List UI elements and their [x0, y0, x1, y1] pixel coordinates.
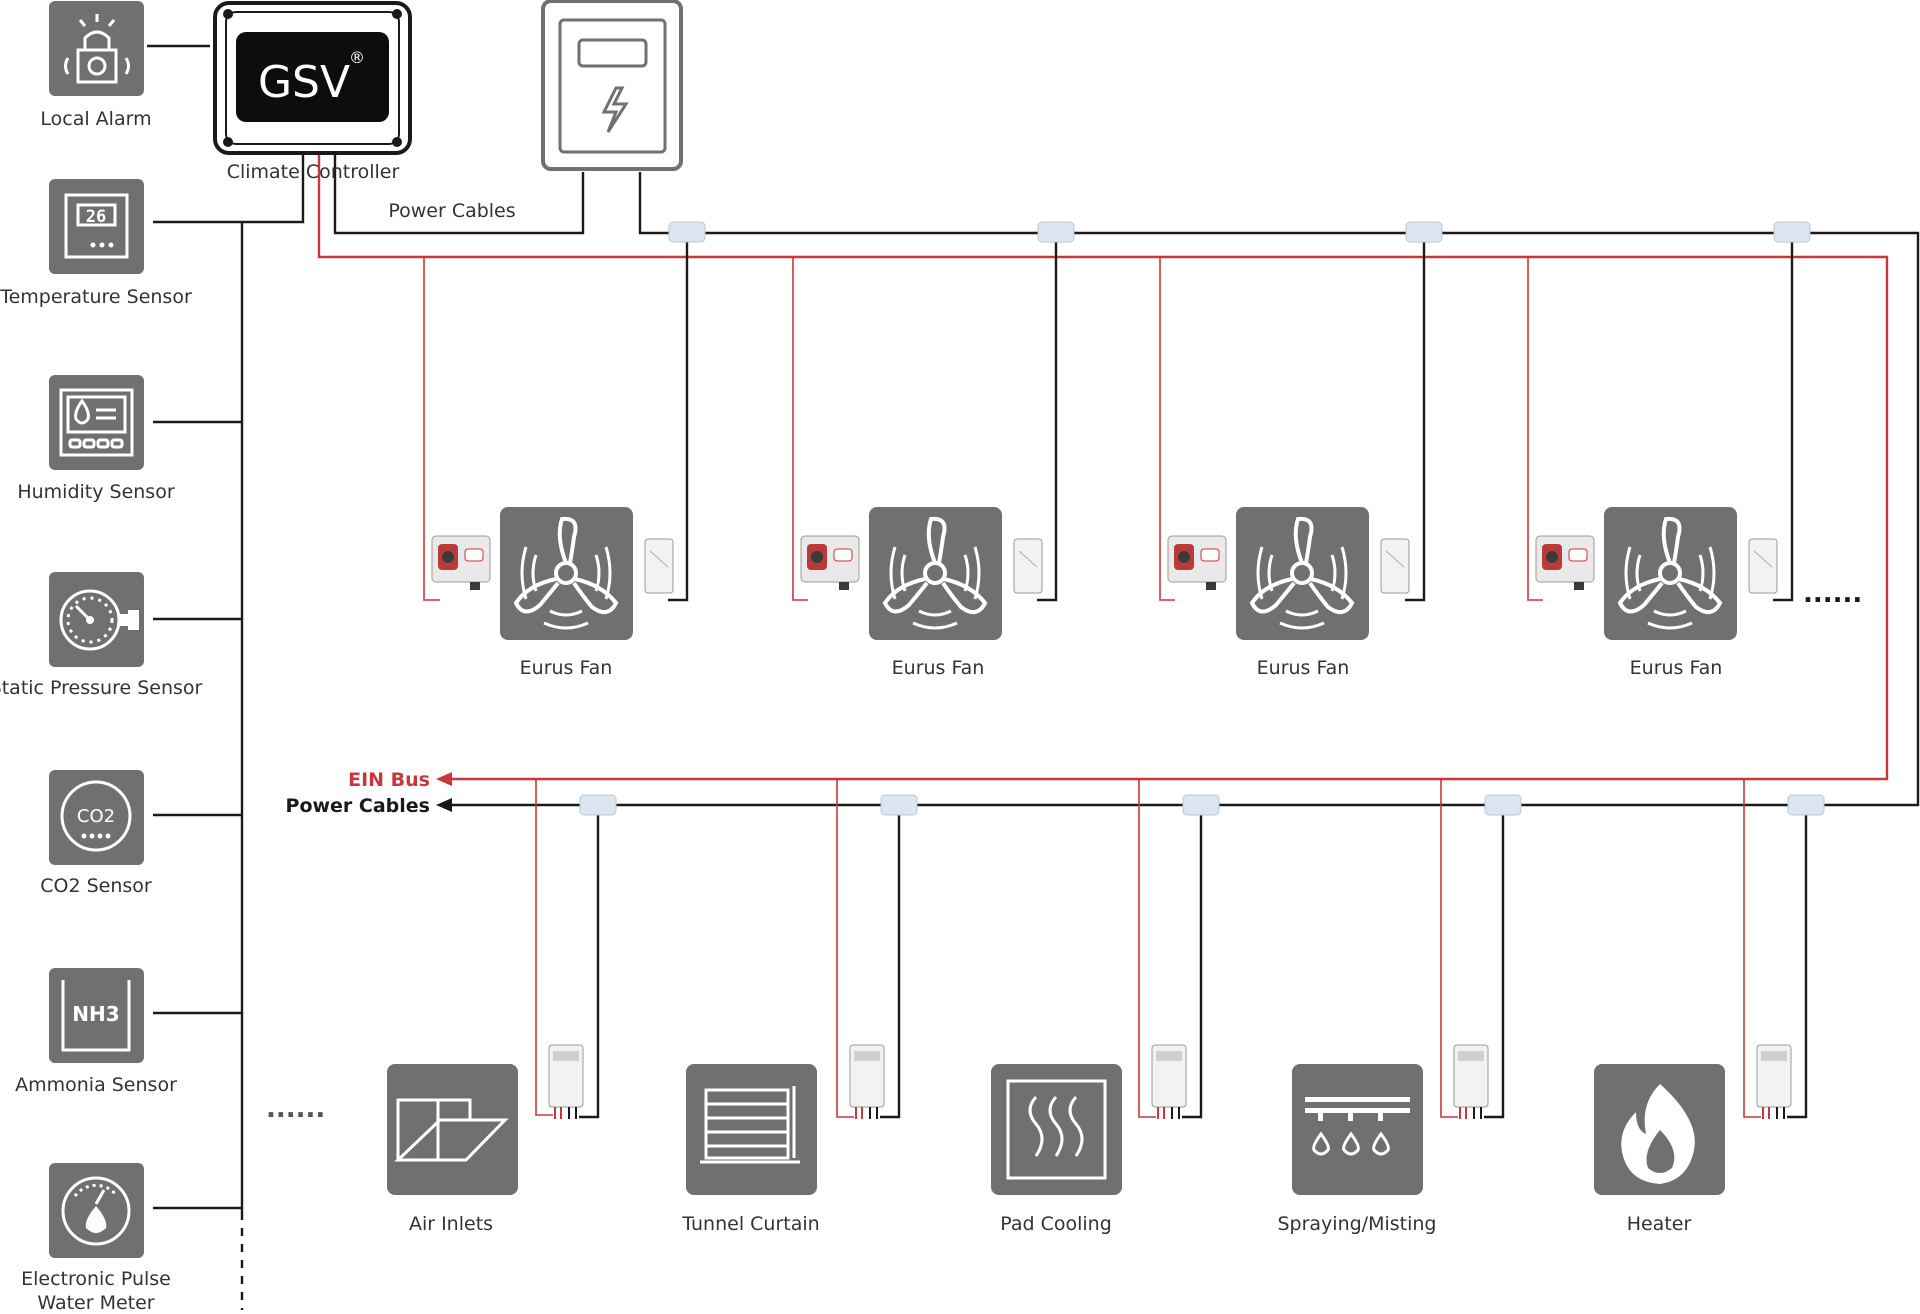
climate-controller: GSV ® Climate Controller: [213, 1, 412, 183]
controller-label: Climate Controller: [227, 161, 400, 183]
sensor-label: Ammonia Sensor: [15, 1074, 177, 1096]
sensor-label: Temperature Sensor: [0, 286, 192, 308]
registered-mark: ®: [349, 48, 365, 67]
sensor-label: CO2 Sensor: [40, 875, 152, 897]
device-label: Spraying/Misting: [1277, 1213, 1436, 1235]
fan-label: Eurus Fan: [520, 657, 613, 679]
sensor-local-alarm: Local Alarm: [40, 1, 152, 130]
fan-label: Eurus Fan: [1257, 657, 1350, 679]
fan-unit: Eurus Fan: [430, 505, 675, 679]
sensor-label-line1: Electronic Pulse: [21, 1268, 171, 1290]
sensor-column: Local Alarm 26 Temperature Sensor Humi: [0, 1, 203, 1314]
power-cables-arrow: [436, 798, 452, 812]
fan-label: Eurus Fan: [892, 657, 985, 679]
power-connectors: [579, 221, 1825, 816]
device-label: Heater: [1627, 1213, 1692, 1235]
sensor-co2: CO2 CO2 Sensor: [40, 770, 152, 897]
device-row: ...... Air Inlets Tunnel Curtain: [266, 1044, 1792, 1235]
sensor-water-meter: Electronic Pulse Water Meter: [21, 1163, 171, 1314]
fan-row: Eurus Fan Eurus Fan Eurus Fan Eurus Fan …: [430, 505, 1862, 679]
power-cables-label: Power Cables: [388, 200, 515, 222]
sensor-static-pressure: Static Pressure Sensor: [0, 572, 203, 699]
sensor-humidity: Humidity Sensor: [17, 375, 175, 503]
lightning-icon: [601, 86, 629, 133]
co2-display: CO2: [77, 806, 115, 827]
nh3-icon: [49, 968, 144, 1063]
ein-bus-arrow: [436, 772, 452, 786]
air-inlet-icon: [387, 1064, 518, 1195]
brand-logo: GSV: [258, 57, 350, 108]
device-label: Pad Cooling: [1000, 1213, 1112, 1235]
device-label: Tunnel Curtain: [681, 1213, 819, 1235]
sensor-label-line2: Water Meter: [37, 1292, 154, 1314]
sensor-ammonia: NH3 Ammonia Sensor: [15, 968, 177, 1096]
sensor-label: Static Pressure Sensor: [0, 677, 203, 699]
temperature-display: 26: [86, 207, 106, 227]
device-pad-cooling: Pad Cooling: [991, 1044, 1187, 1235]
ein-bus-label: EIN Bus: [348, 769, 430, 791]
wiring: [147, 44, 1920, 1310]
device-label: Air Inlets: [409, 1213, 493, 1235]
fan-unit: Eurus Fan: [1534, 505, 1779, 679]
fan-drops: [423, 233, 1794, 602]
fan-unit: Eurus Fan: [1166, 505, 1411, 679]
devices-continuation: ......: [266, 1094, 325, 1124]
power-distribution-box: Power Cables: [388, 0, 683, 222]
fan-label: Eurus Fan: [1630, 657, 1723, 679]
power-cables-bus-label: Power Cables: [286, 795, 430, 817]
device-spraying-misting: Spraying/Misting: [1277, 1044, 1489, 1235]
nh3-display: NH3: [72, 1002, 119, 1026]
sensor-label: Humidity Sensor: [17, 481, 175, 503]
device-heater: Heater: [1594, 1044, 1792, 1235]
device-tunnel-curtain: Tunnel Curtain: [681, 1044, 885, 1235]
controller-screen: [236, 32, 389, 122]
misting-icon: [1292, 1064, 1423, 1195]
pad-cooling-icon: [991, 1064, 1122, 1195]
fan-unit: Eurus Fan: [799, 505, 1044, 679]
fans-continuation: ......: [1803, 579, 1862, 609]
device-drops: [535, 779, 1808, 1119]
sensor-temperature: 26 Temperature Sensor: [0, 179, 192, 308]
sensor-label: Local Alarm: [40, 108, 151, 130]
device-air-inlets: Air Inlets: [387, 1044, 584, 1235]
